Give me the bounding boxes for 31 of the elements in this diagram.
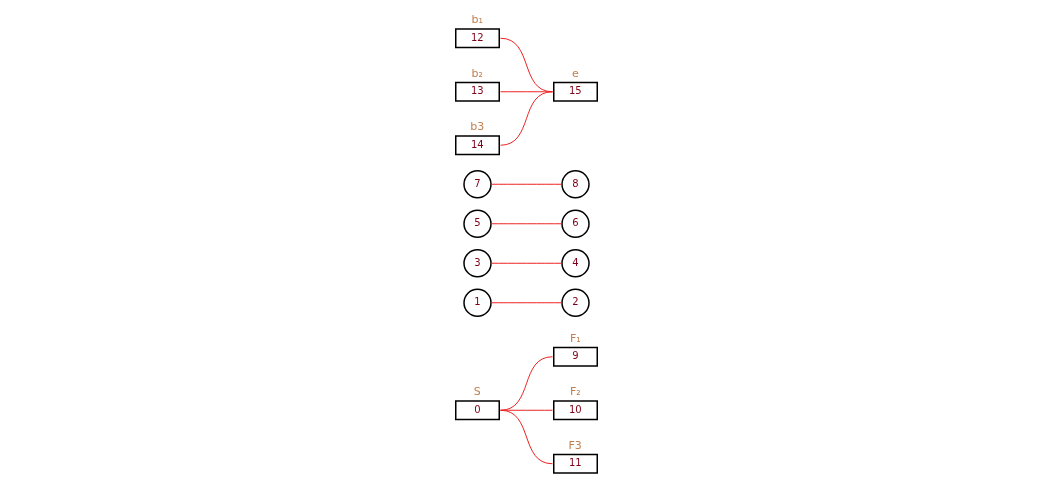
node-circle: 3: [462, 249, 492, 278]
connector: [490, 262, 562, 264]
node-box: 15: [552, 81, 598, 102]
node-label: F₂: [569, 385, 581, 399]
node-box: 10: [552, 400, 598, 421]
node-box: 13: [454, 81, 500, 102]
connector: [499, 409, 553, 465]
node-label: b₂: [471, 66, 483, 80]
node-circle: 5: [462, 209, 492, 238]
connector: [499, 356, 553, 411]
node-label: F₁: [569, 331, 581, 345]
node-box: 0: [454, 400, 500, 421]
node-box: 9: [552, 346, 598, 367]
connector: [499, 91, 553, 146]
connector: [490, 302, 562, 304]
connector: [490, 223, 562, 225]
node-box: 11: [552, 453, 598, 474]
node-box: 14: [454, 135, 500, 156]
connector: [490, 183, 562, 185]
node-circle: 7: [462, 170, 492, 199]
node-label: b3: [469, 120, 484, 134]
node-circle: 4: [560, 249, 590, 278]
node-circle: 6: [560, 209, 590, 238]
node-box: 12: [454, 28, 500, 49]
node-circle: 1: [462, 288, 492, 317]
node-label: e: [571, 66, 579, 80]
node-label: F3: [568, 438, 582, 452]
node-circle: 2: [560, 288, 590, 317]
node-label: S: [473, 385, 481, 399]
node-label: b₁: [471, 13, 483, 27]
node-circle: 8: [560, 170, 590, 199]
